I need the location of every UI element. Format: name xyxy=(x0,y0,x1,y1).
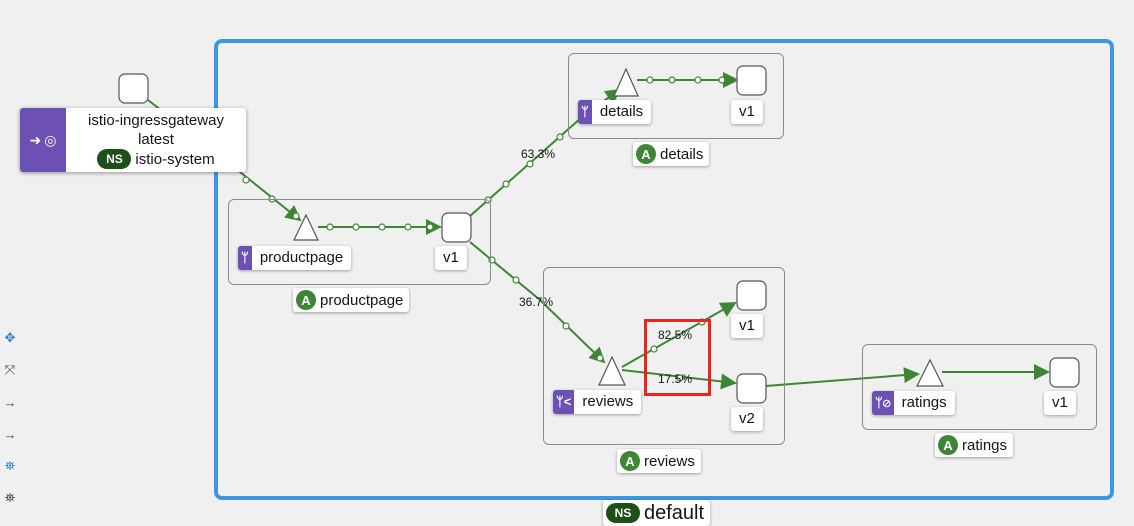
arrow-icon[interactable]: → xyxy=(3,394,17,410)
ns-badge: NS xyxy=(606,503,640,523)
ingress-namespace: istio-system xyxy=(135,150,215,168)
ratings-v1-label[interactable]: v1 xyxy=(1044,391,1076,415)
ratings-v1-square xyxy=(1049,357,1080,388)
edge-label-reviews-v2: 17.5% xyxy=(658,372,692,386)
branch-ban-icon: ᛘ⊘ xyxy=(872,391,894,415)
move-icon[interactable]: ✥ xyxy=(4,330,16,345)
edge-reviews-v1 xyxy=(621,302,737,368)
ratings-service-label[interactable]: ᛘ⊘ ratings xyxy=(872,391,955,415)
globe-icon: ◎ xyxy=(44,131,57,148)
edge-label-reviews: 36.7% xyxy=(519,295,553,309)
ratings-service-triangle xyxy=(916,358,944,387)
ratings-app-label[interactable]: A ratings xyxy=(935,433,1014,457)
reviews-service-label[interactable]: ᛘ< reviews xyxy=(553,390,642,414)
productpage-v1-label[interactable]: v1 xyxy=(435,246,467,270)
edge-label-reviews-v1: 82.5% xyxy=(658,328,692,342)
app-badge: A xyxy=(938,435,958,455)
details-v1-square xyxy=(736,65,767,96)
arrow-circle-right-icon: ➜ xyxy=(29,131,42,148)
ingress-version: latest xyxy=(138,131,174,148)
ingress-workload-square xyxy=(118,73,149,104)
reviews-v1-square xyxy=(736,280,767,311)
edge-v2-ratings xyxy=(765,367,920,387)
namespace-box-default[interactable] xyxy=(214,39,1114,500)
namespace-label[interactable]: NS default xyxy=(603,500,711,526)
ns-badge: NS xyxy=(97,149,132,169)
details-service-label[interactable]: ᛘ details xyxy=(578,100,652,124)
details-v1-label[interactable]: v1 xyxy=(731,100,763,124)
details-service-triangle xyxy=(613,67,639,97)
reviews-v1-label[interactable]: v1 xyxy=(731,314,763,338)
arrow-icon[interactable]: → xyxy=(3,426,17,442)
productpage-service-triangle xyxy=(293,213,319,241)
ratings-app-box[interactable] xyxy=(862,344,1097,430)
layout-alt-icon[interactable]: ⛯ xyxy=(4,490,16,505)
highlight-box xyxy=(644,319,711,396)
branch-icon: ᛘ xyxy=(238,246,252,270)
reviews-service-triangle xyxy=(598,355,626,386)
ingress-gateway-node[interactable]: ➜ ◎ istio-ingressgateway latest NS istio… xyxy=(20,108,246,172)
details-app-box[interactable] xyxy=(568,53,784,139)
reviews-v2-square xyxy=(736,373,767,404)
details-app-label[interactable]: A details xyxy=(633,142,710,166)
branch-icon: ᛘ xyxy=(578,100,592,124)
layout-icon[interactable]: ⛯ xyxy=(4,458,16,473)
reviews-v2-label[interactable]: v2 xyxy=(731,407,763,431)
graph-toolbar: ✥ ⤧ → → ⛯ ⛯ xyxy=(0,322,20,514)
edge-label-details: 63.3% xyxy=(521,147,555,161)
app-badge: A xyxy=(636,144,656,164)
productpage-app-label[interactable]: A productpage xyxy=(293,288,410,312)
reviews-app-box[interactable] xyxy=(543,267,785,445)
app-badge: A xyxy=(296,290,316,310)
reviews-app-label[interactable]: A reviews xyxy=(617,449,701,473)
productpage-app-box[interactable] xyxy=(228,199,491,285)
ingress-name: istio-ingressgateway xyxy=(88,112,224,129)
branch-share-icon: ᛘ< xyxy=(553,390,575,414)
productpage-v1-square xyxy=(441,212,472,243)
productpage-service-label[interactable]: ᛘ productpage xyxy=(238,246,352,270)
fit-icon[interactable]: ⤧ xyxy=(4,362,16,377)
app-badge: A xyxy=(620,451,640,471)
